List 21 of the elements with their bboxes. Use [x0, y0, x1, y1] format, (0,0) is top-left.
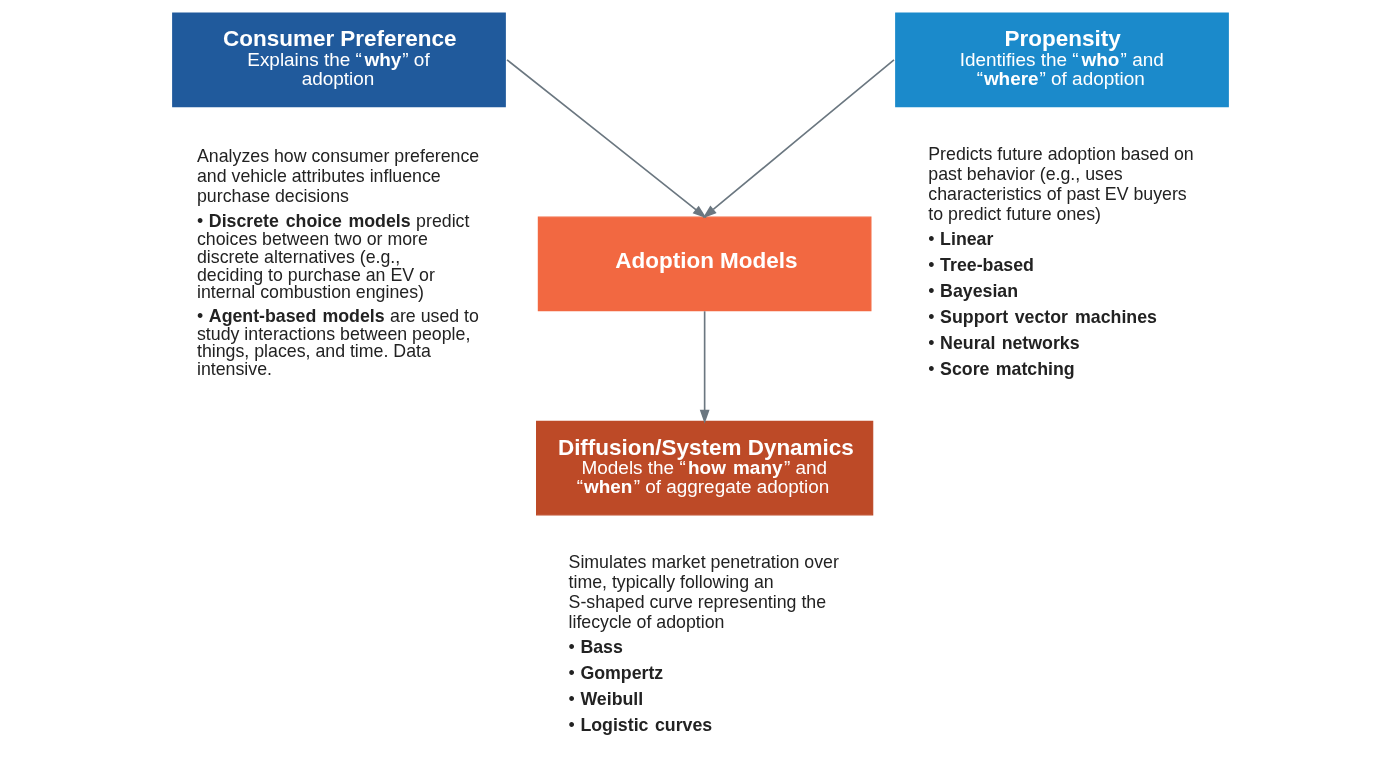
node-label: • Linear — [927, 229, 993, 250]
node-label: • Score matching — [927, 359, 1075, 380]
arrow — [699, 310, 710, 424]
node-label: • Logistic curves — [568, 715, 712, 736]
node-label: • Tree-based — [927, 255, 1034, 276]
node-box: Propensity Identifies the “who” and “where” of adoption — [894, 12, 1229, 108]
node-label: Simulates market penetration over time, typically following an S-shaped curve representing the lifecycle of adoption — [568, 552, 839, 633]
node-label: • Agent-based models are used to study interactions between people, things, places, and time. Data intensive. — [196, 305, 479, 380]
node-label: • Gompertz — [568, 663, 663, 684]
node-label: • Bayesian — [927, 281, 1018, 302]
node-label: • Discrete choice models predict choices between two or more discrete alternatives (e.g., deciding to purchase an EV or internal combustion engines) — [196, 211, 469, 303]
node-label: • Support vector machines — [927, 307, 1157, 328]
node-box: Adoption Models — [537, 216, 871, 312]
node-label: • Neural networks — [927, 333, 1080, 354]
node-box: Consumer Preference Explains the “why” of adoption — [171, 12, 506, 108]
node-box: Diffusion/System Dynamics Models the “how many” and “when” of aggregate adoption — [535, 420, 873, 516]
arrow — [702, 59, 895, 219]
node-label: Predicts future adoption based on past behavior (e.g., uses characteristics of past EV buyers to predict future ones) — [927, 143, 1194, 225]
arrow — [505, 59, 707, 219]
node-label: • Bass — [568, 637, 623, 658]
node-label: • Weibull — [568, 689, 643, 710]
